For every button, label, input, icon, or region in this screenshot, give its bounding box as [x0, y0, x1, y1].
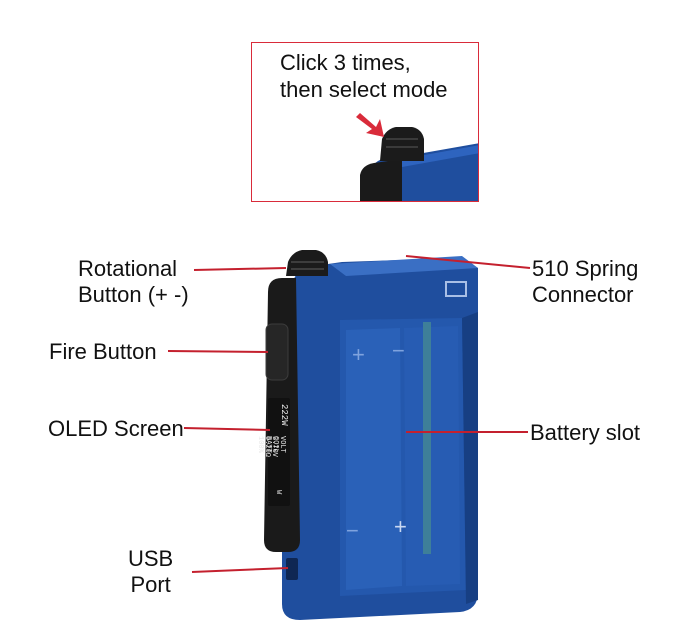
callout-knob-ridges: [386, 138, 418, 148]
fire-button: [265, 323, 289, 381]
label-usb-line-1: USB: [128, 546, 174, 571]
red-arrow-icon: [356, 113, 384, 137]
leader-spring: [405, 255, 531, 269]
top-vent-slot: [445, 281, 467, 297]
label-spring-connector: 510 Spring Connector: [532, 256, 638, 308]
battery-slot-left: [346, 328, 402, 590]
leader-fire: [167, 350, 269, 353]
mode-callout-box: Click 3 times, then select mode: [251, 42, 479, 202]
callout-device-panel: [360, 159, 402, 201]
leader-rotational: [193, 267, 287, 271]
label-usb-port: USB Port: [128, 546, 173, 598]
callout-device-edge: [402, 145, 478, 167]
label-rotational-button: Rotational Button (+ -): [78, 256, 189, 308]
plus-mark-top: +: [352, 342, 365, 367]
label-rotational-line-1: Rotational: [78, 256, 178, 281]
callout-illustration: [356, 113, 478, 201]
minus-mark-bottom: −: [346, 518, 359, 543]
callout-line-1: Click 3 times,: [280, 50, 411, 75]
label-spring-line-2: Connector: [532, 282, 634, 307]
label-oled-screen: OLED Screen: [48, 416, 184, 441]
label-spring-line-1: 510 Spring: [532, 256, 639, 281]
label-usb-line-2: Port: [130, 572, 171, 597]
callout-knob: [380, 127, 424, 161]
leader-oled: [183, 427, 271, 431]
oled-screen-text: 222W VOLT 3.70V COIL 0.20Ω BATT 100% W: [256, 402, 294, 502]
label-rotational-line-2: Button (+ -): [78, 282, 189, 307]
label-battery-slot: Battery slot: [530, 420, 641, 445]
device-right-rail: [462, 312, 478, 604]
leader-usb: [191, 567, 289, 573]
label-fire-button: Fire Button: [49, 339, 157, 364]
usb-port: [286, 558, 298, 580]
battery-contact-rod: [423, 322, 431, 554]
oled-screen: [268, 398, 290, 506]
callout-text: Click 3 times, then select mode: [280, 49, 448, 103]
oled-mode: W: [274, 490, 282, 495]
minus-mark-top: −: [392, 338, 405, 363]
battery-slot-right: [404, 326, 460, 586]
oled-line-c: BATT 100%: [256, 436, 272, 453]
oled-wattage: 222W: [279, 404, 289, 426]
device-top-edge: [330, 256, 478, 276]
plus-mark-bottom: +: [394, 514, 407, 539]
knob-ridges: [291, 261, 324, 270]
callout-line-2: then select mode: [280, 77, 448, 102]
